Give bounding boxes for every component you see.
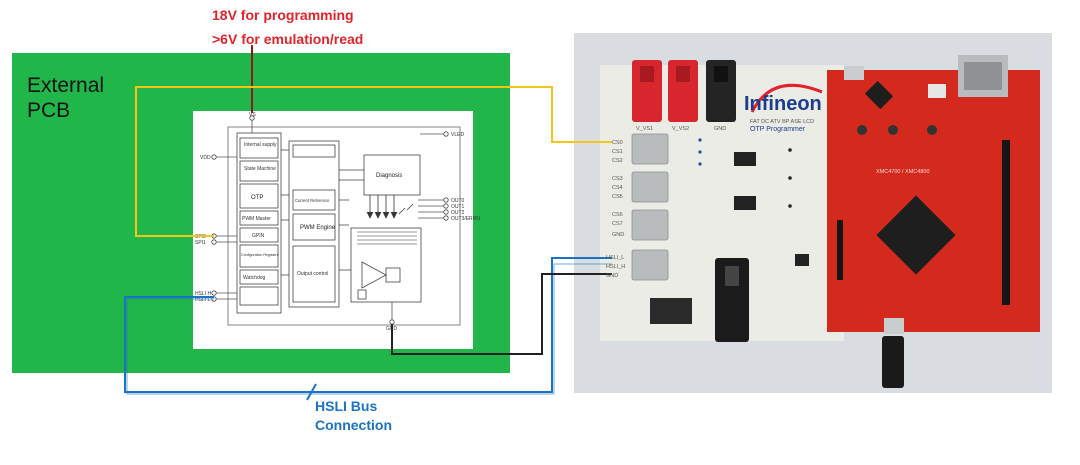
- voltage-annotation-emulation: >6V for emulation/read: [212, 31, 364, 47]
- red-board-components: XMC4700 / XMC4800: [837, 55, 1010, 388]
- label-cs5: CS5: [612, 194, 623, 200]
- label-cs6: CS6: [612, 212, 623, 218]
- block-configuration-registers: Configuration Registers: [241, 253, 279, 257]
- label-gnd-2: GND: [606, 273, 618, 279]
- brand-name: Infineon: [744, 93, 822, 115]
- chip-internals: [211, 115, 461, 326]
- block-pwm-master: PWM Master: [242, 216, 271, 222]
- red-board-label: XMC4700 / XMC4800: [876, 169, 930, 175]
- spi-wire: [135, 86, 612, 237]
- block-output-control: Output control: [297, 271, 328, 277]
- terminal-blocks: [631, 133, 669, 281]
- voltage-annotation-programming: 18V for programming: [212, 7, 354, 23]
- block-gpin: GPIN: [252, 233, 265, 239]
- label-hsli-h: HSLI_H: [606, 264, 625, 270]
- chip-pin-labels: VS VDD SPI0 SPI1 HSLI H HSLI L VLED OUT0…: [195, 112, 480, 332]
- banana-connectors: [632, 60, 736, 122]
- gnd-wire: [391, 273, 612, 355]
- label-cs7: CS7: [612, 221, 623, 227]
- block-watchdog: Watchdog: [243, 275, 266, 281]
- board-subtitle: FAT DC ATV BP ASE LCD: [750, 119, 814, 125]
- pin-vled: VLED: [451, 132, 464, 138]
- label-hsli-l: HSLI_L: [606, 255, 624, 261]
- connector-labels: V_VS1 V_VS2 GND: [636, 126, 726, 132]
- pin-out3-errn: OUT3/ERRN: [451, 216, 480, 222]
- pin-hsli-l: HSLI L: [195, 297, 211, 303]
- pin-vs: VS: [249, 112, 256, 118]
- chip-block-labels: Internal supply State Machine OTP PWM Ma…: [241, 142, 402, 281]
- pin-spi1: SPI1: [195, 240, 206, 246]
- label-cs0: CS0: [612, 140, 623, 146]
- block-current-reference: Current Reference: [295, 198, 330, 203]
- block-pwm-engine: PWM Engine: [300, 225, 336, 231]
- block-state-machine: State Machine: [244, 166, 276, 172]
- hsli-bus-label: HSLI Bus Connection: [315, 398, 392, 433]
- hsli-wire-h: [124, 257, 612, 393]
- block-internal-supply: Internal supply: [244, 142, 277, 148]
- pin-hsli-h: HSLI H: [195, 291, 212, 297]
- pin-out0: OUT0: [451, 198, 465, 204]
- hsli-wire-l: [126, 263, 612, 395]
- label-vvs1: V_VS1: [636, 126, 653, 132]
- label-gnd-1: GND: [612, 232, 624, 238]
- pcb-label: External PCB: [27, 74, 105, 122]
- label-vvs2: V_VS2: [672, 126, 689, 132]
- bus-marker: [306, 383, 317, 401]
- block-diagnosis: Diagnosis: [376, 173, 402, 179]
- block-otp: OTP: [251, 195, 263, 201]
- label-cs2: CS2: [612, 158, 623, 164]
- label-gnd-conn: GND: [714, 126, 726, 132]
- pin-out2: OUT2: [451, 210, 465, 216]
- label-cs4: CS4: [612, 185, 623, 191]
- board-components: [650, 138, 809, 342]
- infineon-logo: Infineon FAT DC ATV BP ASE LCD OTP Progr…: [744, 83, 823, 133]
- board-title: OTP Programmer: [750, 126, 806, 133]
- label-cs3: CS3: [612, 176, 623, 182]
- side-labels: CS0 CS1 CS2 CS3 CS4 CS5 CS6 CS7 GND HSLI…: [606, 140, 625, 279]
- pin-vdd: VDD: [200, 155, 211, 161]
- pin-out1: OUT1: [451, 204, 465, 210]
- label-cs1: CS1: [612, 149, 623, 155]
